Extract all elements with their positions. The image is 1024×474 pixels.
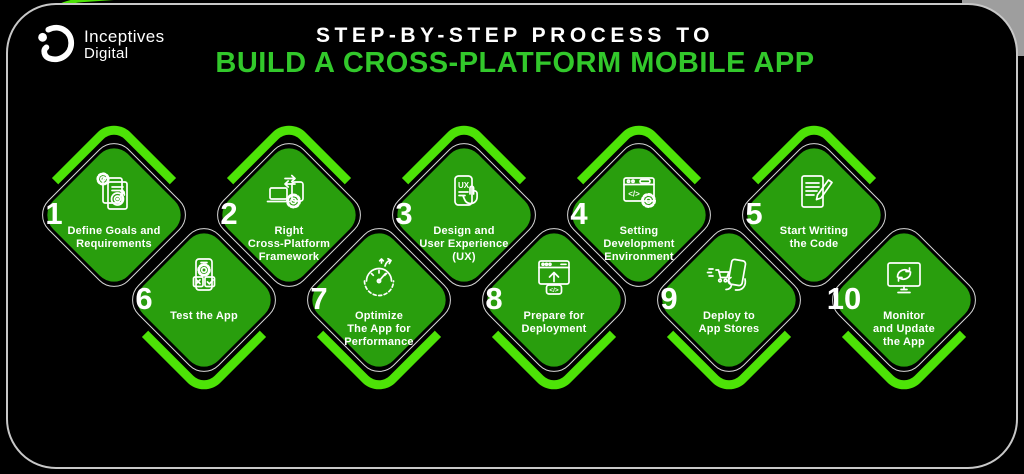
- step-label: Deploy to App Stores: [698, 310, 760, 335]
- header: STEP-BY-STEP PROCESS TO BUILD A CROSS-PL…: [210, 24, 820, 79]
- app-testing-icon: [180, 254, 228, 302]
- step-number: 8: [485, 281, 503, 316]
- step-label: Test the App: [170, 310, 238, 322]
- step-label: Define Goals and Requirements: [67, 225, 161, 250]
- code-writing-icon: [790, 169, 838, 217]
- step-6: 6 Test the App: [84, 180, 324, 420]
- step-number: 10: [826, 281, 862, 316]
- step-label: Optimize The App for Performance: [344, 310, 414, 348]
- svg-text:UX: UX: [458, 181, 470, 190]
- inceptives-d-logo-icon: [38, 24, 75, 63]
- step-label: Monitor and Update the App: [873, 310, 935, 348]
- step-1: 1 Define Goals and Requirements: [0, 95, 234, 335]
- step-number: 6: [135, 281, 153, 316]
- step-4: 4 </> Setting Development Environment: [519, 95, 759, 335]
- cross-platform-devices-icon: [265, 169, 313, 217]
- step-number: 1: [45, 196, 63, 231]
- step-label: Start Writing the Code: [779, 225, 849, 250]
- dev-environment-icon: </>: [615, 169, 663, 217]
- step-label: Setting Development Environment: [603, 225, 675, 263]
- step-3: 3 UX Design and User Experience (UX): [344, 95, 584, 335]
- monitor-update-icon: [880, 254, 928, 302]
- brand-name-line1: Inceptives: [84, 26, 165, 46]
- goals-document-icon: [90, 169, 138, 217]
- svg-text:</>: </>: [549, 287, 559, 294]
- deployment-icon: </>: [530, 254, 578, 302]
- step-label: Design and User Experience (UX): [419, 225, 509, 263]
- svg-text:</>: </>: [628, 190, 640, 199]
- step-number: 9: [660, 281, 678, 316]
- title-line1: STEP-BY-STEP PROCESS TO: [316, 24, 714, 47]
- step-number: 5: [745, 196, 763, 231]
- step-number: 3: [395, 196, 413, 231]
- step-number: 2: [220, 196, 238, 231]
- step-2: 2 Right Cross-Platform Framework: [169, 95, 409, 335]
- brand-logo: Inceptives Digital: [34, 22, 165, 66]
- app-store-deploy-icon: [705, 254, 753, 302]
- step-7: 7 Optimize The App for Performance: [259, 180, 499, 420]
- step-9: 9 Deploy to App Stores: [609, 180, 849, 420]
- title-line2: BUILD A CROSS-PLATFORM MOBILE APP: [215, 47, 815, 79]
- step-label: Right Cross-Platform Framework: [247, 225, 331, 263]
- brand-name-line2: Digital: [84, 44, 129, 62]
- step-label: Prepare for Deployment: [521, 310, 587, 335]
- brand-name: Inceptives Digital: [84, 27, 165, 62]
- performance-gauge-icon: [355, 254, 403, 302]
- step-number: 4: [570, 196, 588, 231]
- ux-phone-icon: UX: [440, 169, 488, 217]
- step-10: 10 Monitor and Update the App: [784, 180, 1024, 420]
- step-5: 5 Start Writing the Code: [694, 95, 934, 335]
- step-8: 8 </> Prepare for Deployment: [434, 180, 674, 420]
- step-number: 7: [310, 281, 328, 316]
